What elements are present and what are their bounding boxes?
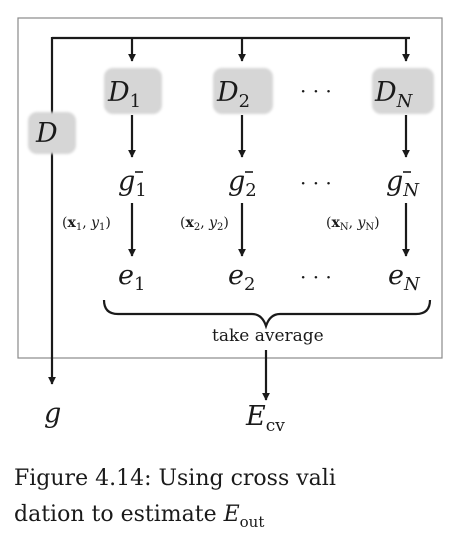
validation-pair-2: (x2, y2) — [180, 215, 229, 233]
subset-highlights — [28, 68, 434, 154]
figure-caption-line-1: Figure 4.14: Using cross vali — [14, 466, 336, 491]
ellipsis-row-2: · · · — [300, 171, 332, 195]
dataset-label: D — [35, 118, 58, 149]
hypothesis-label-n: gN — [386, 166, 420, 201]
train-arrows — [128, 115, 410, 158]
validation-pair-1: (x1, y1) — [62, 215, 111, 233]
distribution-lines — [48, 36, 410, 385]
subset-label-1: D1 — [107, 77, 141, 112]
ellipsis-row-1: · · · — [300, 79, 332, 103]
error-label-2: e2 — [228, 260, 255, 295]
subset-label-n: DN — [374, 77, 414, 112]
ellipsis-row-3: · · · — [300, 265, 332, 289]
svg-text:g2: g2 — [228, 166, 257, 201]
average-label: take average — [212, 326, 324, 346]
subset-label-2: D2 — [216, 77, 250, 112]
error-label-1: e1 — [118, 260, 145, 295]
final-hypothesis-label: g — [44, 398, 61, 429]
validation-pair-n: (xN, yN) — [326, 215, 380, 233]
cv-error-label: Ecv — [245, 401, 285, 436]
error-label-n: eN — [388, 260, 421, 295]
svg-text:gN: gN — [386, 166, 420, 201]
svg-text:g1: g1 — [118, 166, 147, 201]
diagram-frame — [17, 17, 443, 359]
evaluate-arrows — [128, 203, 410, 257]
figure-caption-line-2: dation to estimate Eout — [14, 502, 264, 531]
average-brace — [102, 299, 432, 330]
hypothesis-label-1: g1 — [118, 166, 147, 201]
hypothesis-label-2: g2 — [228, 166, 257, 201]
